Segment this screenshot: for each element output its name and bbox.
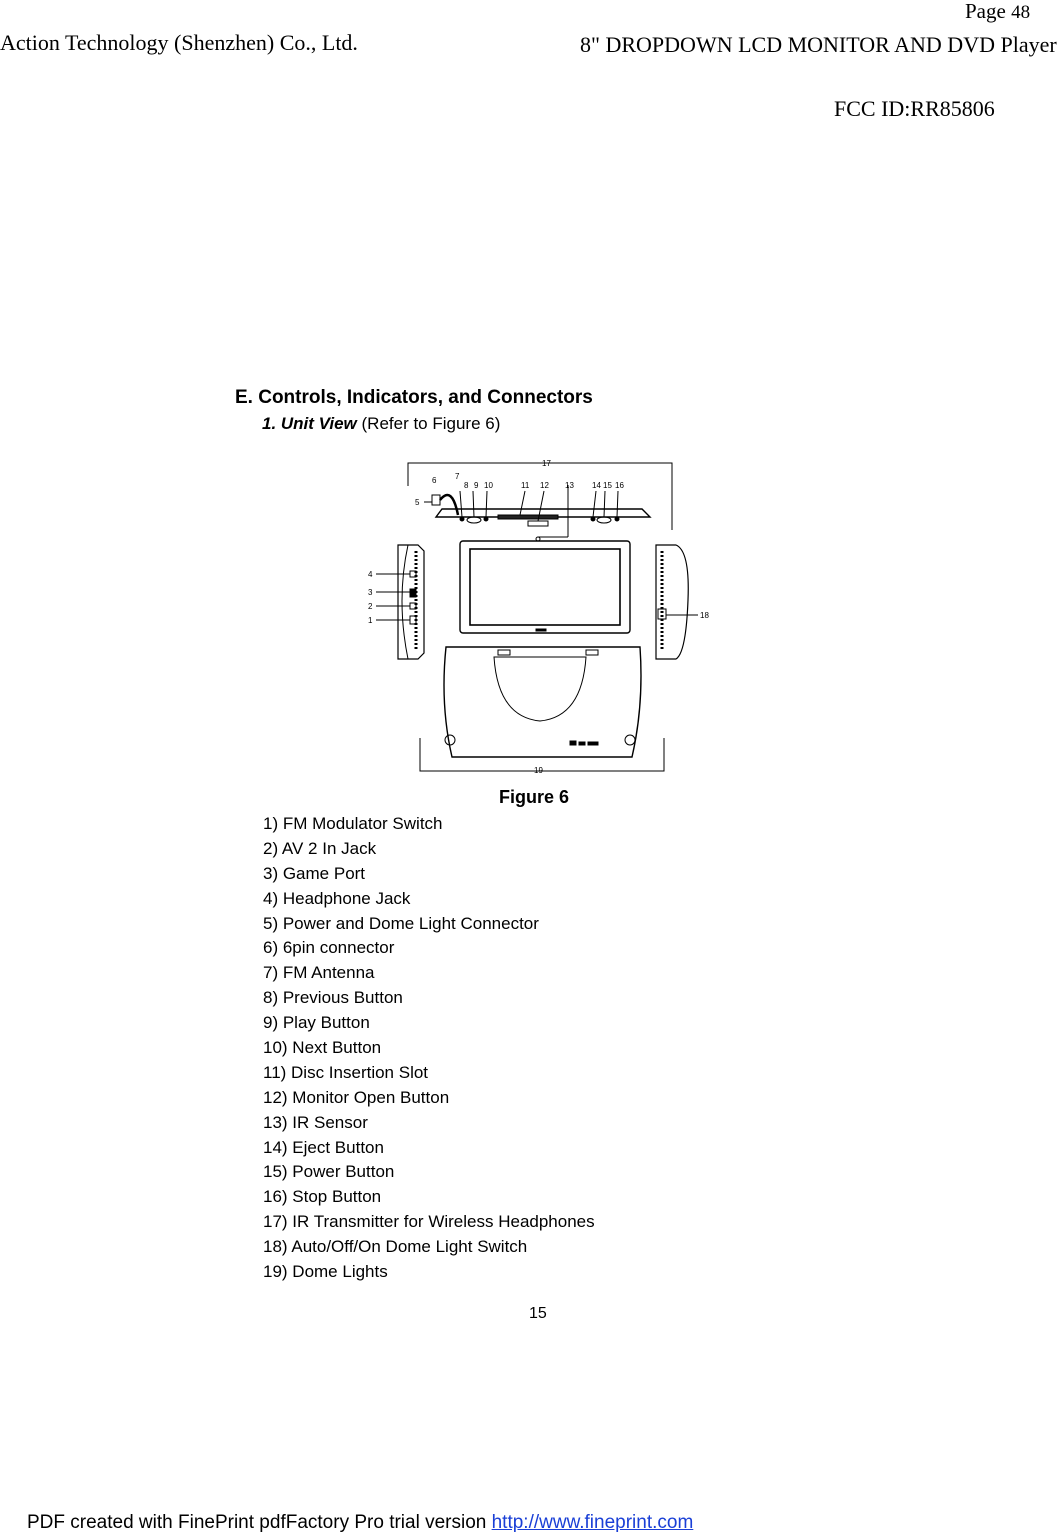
list-item: 10) Next Button [263, 1038, 382, 1058]
bracket-17 [407, 462, 673, 530]
antenna [439, 493, 460, 516]
right-side-view [655, 544, 689, 660]
product-title: 8" DROPDOWN LCD MONITOR AND DVD Player [580, 32, 1057, 57]
list-item: 5) Power and Dome Light Connector [263, 913, 539, 933]
list-item: 3) Game Port [263, 863, 366, 883]
list-item: 19) Dome Lights [263, 1262, 388, 1282]
callout-5: 5 [415, 498, 420, 507]
callout-4: 4 [368, 570, 373, 579]
callout-18: 18 [700, 611, 709, 620]
list-item: 17) IR Transmitter for Wireless Headphon… [263, 1212, 595, 1232]
subsection-label: 1. Unit View [262, 414, 357, 433]
monitor-frame [459, 540, 631, 634]
list-item: 18) Auto/Off/On Dome Light Switch [263, 1237, 528, 1257]
callout-1: 1 [368, 616, 373, 625]
list-item: 4) Headphone Jack [263, 888, 411, 908]
callout-6: 6 [432, 476, 437, 485]
list-item: 1) FM Modulator Switch [263, 814, 443, 833]
list-item: 2) AV 2 In Jack [263, 838, 377, 858]
unit-view-diagram: 17 6 7 8 9 10 11 12 13 14 15 16 5 4 3 2 … [368, 459, 709, 775]
screen-recess [493, 656, 587, 722]
callout-14: 14 [592, 481, 601, 490]
callout-15: 15 [603, 481, 612, 490]
top-housing [434, 508, 652, 518]
figure-caption: Figure 6 [499, 787, 570, 807]
footer-text: PDF created with FinePrint pdfFactory Pr… [27, 1512, 492, 1533]
callout-13: 13 [565, 481, 574, 490]
dome-light-left [444, 734, 456, 746]
bottom-view [443, 646, 642, 758]
list-item: 9) Play Button [263, 1013, 370, 1033]
pdf-footer: PDF created with FinePrint pdfFactory Pr… [27, 1512, 693, 1534]
list-item: 14) Eject Button [263, 1137, 384, 1157]
callout-9: 9 [474, 481, 479, 490]
callout-16: 16 [615, 481, 624, 490]
monitor-screen [469, 548, 621, 626]
callout-3: 3 [368, 588, 373, 597]
dome-light-right [624, 734, 636, 746]
list-item: 6) 6pin connector [263, 938, 395, 958]
list-item: 12) Monitor Open Button [263, 1087, 450, 1107]
page-index: 48 [1011, 2, 1031, 23]
callout-17: 17 [542, 459, 551, 468]
callout-7: 7 [455, 472, 460, 481]
disc-slot [497, 514, 559, 520]
callout-12: 12 [540, 481, 549, 490]
company-name: Action Technology (Shenzhen) Co., Ltd. [0, 30, 358, 55]
section-title: E. Controls, Indicators, and Connectors [235, 387, 593, 408]
callout-2: 2 [368, 602, 373, 611]
open-button [527, 520, 549, 527]
list-item: 13) IR Sensor [263, 1112, 368, 1132]
callout-11: 11 [521, 481, 530, 490]
callout-8: 8 [464, 481, 469, 490]
document-page-number: 15 [529, 1305, 547, 1322]
list-item: 15) Power Button [263, 1162, 395, 1182]
page-indicator: Page 48 [965, 0, 1030, 24]
subsection-heading: 1. Unit View (Refer to Figure 6) [262, 414, 500, 434]
bracket-19 [419, 738, 665, 772]
list-item: 16) Stop Button [263, 1187, 382, 1207]
connector-5 [431, 494, 441, 506]
callout-19: 19 [534, 766, 543, 775]
footer-link[interactable]: http://www.fineprint.com [491, 1512, 694, 1533]
fcc-id: FCC ID:RR85806 [834, 96, 995, 121]
list-item: 8) Previous Button [263, 988, 403, 1008]
list-item: 11) Disc Insertion Slot [263, 1062, 429, 1082]
subsection-ref: (Refer to Figure 6) [356, 414, 501, 433]
callout-10: 10 [484, 481, 493, 490]
page-label: Page [965, 0, 1006, 23]
component-list: 1) FM Modulator Switch 2) AV 2 In Jack 3… [263, 812, 595, 1285]
list-item: 7) FM Antenna [263, 963, 375, 983]
